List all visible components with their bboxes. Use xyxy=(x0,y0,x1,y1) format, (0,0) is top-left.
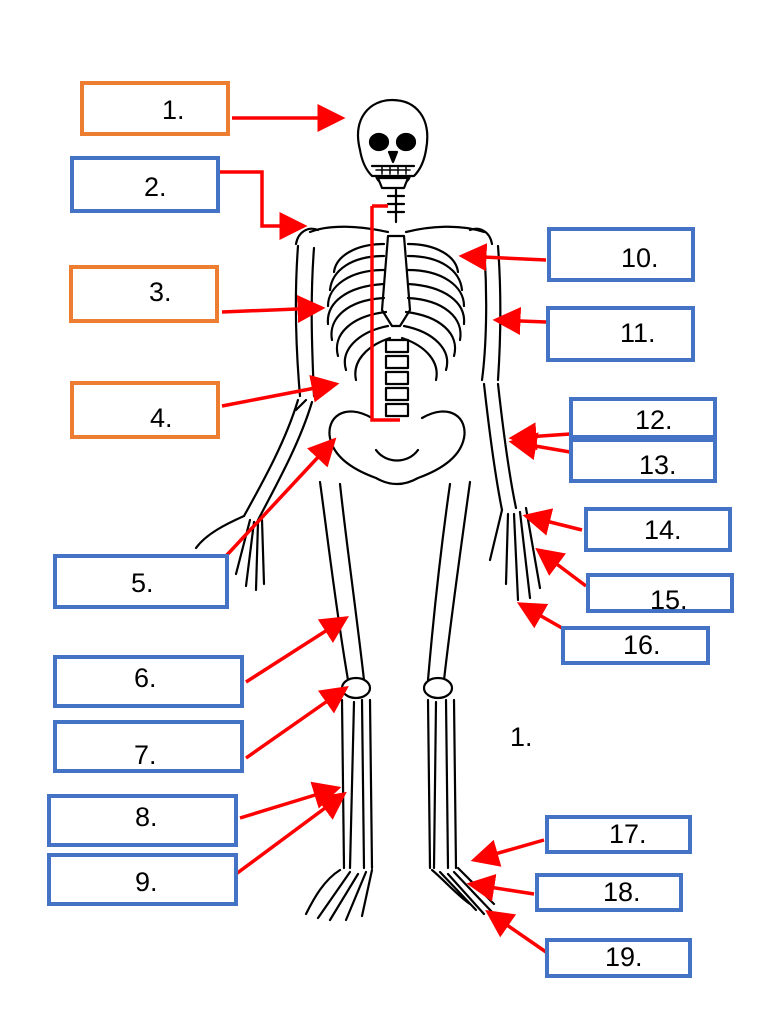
arrow-16 xyxy=(516,602,563,630)
skull xyxy=(357,98,429,190)
right-foot xyxy=(430,866,496,916)
label-box-9[interactable]: 9. xyxy=(47,853,238,906)
left-patella xyxy=(340,676,372,700)
right-humerus xyxy=(480,244,502,382)
left-tibia-fibula xyxy=(340,698,374,870)
arrow-6 xyxy=(245,616,349,684)
label-box-8[interactable]: 8. xyxy=(47,794,238,847)
label-text-18: 18. xyxy=(603,877,641,907)
label-text-5: 5. xyxy=(131,568,154,598)
label-text-17: 17. xyxy=(609,819,647,849)
label-text-8: 8. xyxy=(135,802,158,832)
arrow-2 xyxy=(220,170,308,240)
spine-bracket xyxy=(370,204,400,422)
label-text-7: 7. xyxy=(134,740,157,770)
lumbar-spine xyxy=(384,338,410,418)
arrow-17 xyxy=(470,838,545,867)
right-patella xyxy=(422,676,454,700)
label-box-13[interactable]: 13. xyxy=(569,438,717,483)
arrow-10 xyxy=(458,243,547,272)
label-text-9: 9. xyxy=(135,867,158,897)
arrow-3 xyxy=(221,294,326,323)
label-box-7[interactable]: 7. xyxy=(53,720,244,773)
ribs xyxy=(326,242,466,382)
arrow-14 xyxy=(522,508,583,536)
arrow-15 xyxy=(535,547,588,588)
label-box-4[interactable]: 4. xyxy=(70,381,220,439)
right-femur xyxy=(426,480,472,682)
label-box-2[interactable]: 2. xyxy=(70,156,220,213)
label-text-16: 16. xyxy=(623,630,661,660)
label-box-6[interactable]: 6. xyxy=(53,655,244,708)
label-text-1: 1. xyxy=(162,95,185,125)
arrow-11 xyxy=(492,306,547,335)
arrow-12 xyxy=(508,422,571,451)
sternum xyxy=(380,234,412,328)
label-box-11[interactable]: 11. xyxy=(546,306,695,362)
pelvis xyxy=(328,410,466,486)
label-text-6: 6. xyxy=(134,663,157,693)
label-box-14[interactable]: 14. xyxy=(584,507,732,552)
label-box-3[interactable]: 3. xyxy=(69,265,219,323)
label-text-19: 19. xyxy=(605,942,643,972)
arrow-7 xyxy=(244,685,349,760)
right-hand xyxy=(488,506,542,602)
label-box-12[interactable]: 12. xyxy=(569,397,717,439)
label-box-15[interactable]: 15. xyxy=(586,573,734,615)
label-text-2: 2. xyxy=(144,172,167,202)
arrow-19 xyxy=(485,910,547,954)
left-forearm xyxy=(242,398,314,522)
arrow-5 xyxy=(224,437,337,558)
left-femur xyxy=(318,480,366,682)
label-text-13: 13. xyxy=(639,450,677,480)
arrow-13 xyxy=(508,432,571,460)
label-box-18[interactable]: 18. xyxy=(535,873,683,912)
right-forearm xyxy=(482,382,518,512)
label-box-10[interactable]: 10. xyxy=(547,227,695,282)
left-hand xyxy=(194,514,266,592)
left-foot xyxy=(304,868,374,922)
label-box-5[interactable]: 5. xyxy=(53,554,229,609)
left-humerus xyxy=(294,244,316,398)
arrow-9 xyxy=(234,791,347,876)
free-label: 1. xyxy=(510,722,533,752)
label-text-12: 12. xyxy=(635,405,673,435)
arrow-18 xyxy=(466,873,535,902)
cervical-spine xyxy=(386,188,406,224)
label-box-19[interactable]: 19. xyxy=(545,938,692,978)
arrow-8 xyxy=(239,781,342,820)
arrow-4 xyxy=(221,374,340,408)
label-text-3: 3. xyxy=(149,277,172,307)
clavicles xyxy=(308,225,486,234)
label-text-15: 15. xyxy=(650,585,688,615)
label-text-4: 4. xyxy=(150,403,173,433)
label-text-10: 10. xyxy=(621,243,659,273)
label-box-17[interactable]: 17. xyxy=(545,815,692,854)
right-tibia-fibula xyxy=(426,698,458,870)
label-box-1[interactable]: 1. xyxy=(80,81,230,136)
label-box-16[interactable]: 16. xyxy=(561,626,710,665)
label-text-11: 11. xyxy=(620,318,656,348)
label-text-14: 14. xyxy=(644,515,682,545)
